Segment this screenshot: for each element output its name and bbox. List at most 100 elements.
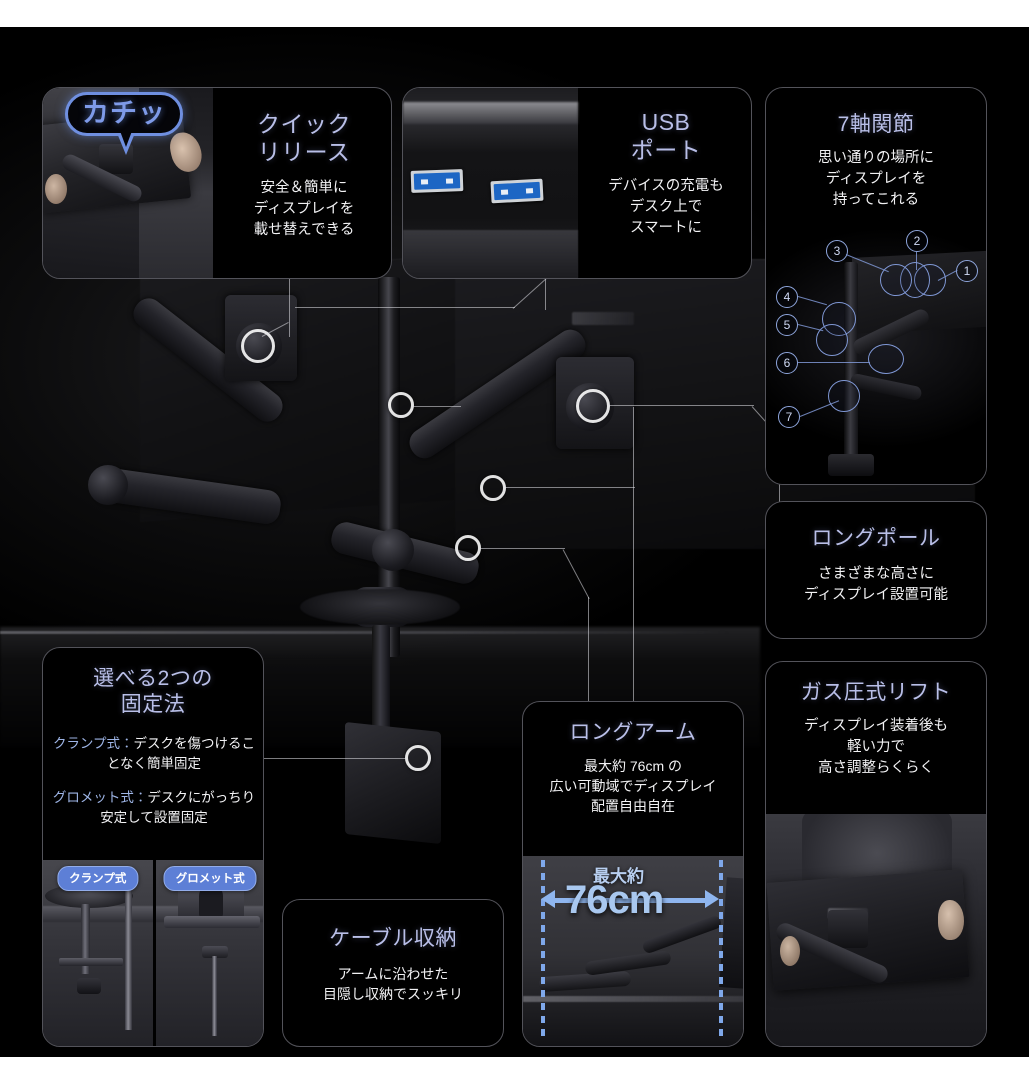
arm-joint-2 [88, 465, 128, 505]
hero-callout-ring-usb [388, 392, 414, 418]
leader-line-pole-h [608, 405, 754, 406]
click-speech-bubble: カチッ [65, 92, 183, 137]
long-pole-body: さまざまな高さに ディスプレイ設置可能 [776, 564, 976, 606]
mounting-method-grommet-term: グロメット式： [52, 789, 148, 805]
axis-number-5: 5 [776, 314, 798, 336]
quick-release-body-line2: ディスプレイを [253, 201, 355, 218]
axis-base [828, 454, 874, 476]
axis-body: 思い通りの場所に ディスプレイを 持ってこれる [776, 148, 976, 211]
measure-guide-right [719, 860, 723, 1042]
clamp-knob [77, 978, 101, 994]
cable-body-line1: アームに沿わせた [337, 965, 449, 982]
mounting-photo-clamp: クランプ式 [43, 860, 153, 1046]
measure-caption: 最大約 [593, 867, 644, 886]
mounting-photos: クランプ式 グロメット式 [43, 860, 263, 1046]
leader-line-usb-h [295, 307, 515, 308]
clamp-body [345, 721, 441, 845]
usb-housing-highlight [403, 102, 578, 124]
quick-release-title: クイック リリース [225, 110, 383, 166]
hero-callout-ring-mounting [405, 745, 431, 771]
quick-release-title-line2: リリース [257, 139, 351, 166]
leader-line-pole-down [779, 435, 780, 563]
mounting-method-list: クランプ式：デスクを傷つけることなく簡単固定 グロメット式：デスクにがっちり安定… [51, 734, 257, 841]
gas-lift-text: ガス圧式リフト ディスプレイ装着後も 軽い力で 高さ調整らくらく [766, 680, 986, 779]
card-cable-storage: ケーブル収納 アームに沿わせた 目隠し収納でスッキリ [282, 899, 504, 1047]
long-arm-segment-1 [538, 970, 632, 993]
cable-text: ケーブル収納 アームに沿わせた 目隠し収納でスッキリ [283, 926, 503, 1004]
axis-title: 7軸関節 [837, 113, 915, 136]
card-gas-lift: ガス圧式リフト ディスプレイ装着後も 軽い力で 高さ調整らくらく [765, 661, 987, 1047]
gas-hand-right [938, 900, 964, 940]
mounting-title: 選べる2つの 固定法 [53, 666, 253, 717]
long-arm-photo: 最大約 76cm [523, 856, 743, 1046]
clamp-jaw [59, 958, 123, 966]
gas-lift-body-line2: 軽い力で [847, 738, 905, 755]
usb-body-line2: デスク上で [629, 199, 703, 216]
leader-line-mounting-h [263, 758, 406, 759]
usb-text: USB ポート デバイスの充電も デスク上で スマートに [579, 108, 751, 239]
quick-release-body-line1: 安全＆簡単に [260, 180, 348, 197]
measure-guide-left [541, 860, 545, 1042]
usb-photo [403, 88, 578, 278]
clamp-post [81, 904, 90, 974]
quick-release-body-line3: 載せ替えできる [253, 222, 355, 239]
usb-title-line1: USB [641, 109, 691, 135]
usb-title-line2: ポート [630, 137, 702, 164]
card-usb-ports: USB ポート デバイスの充電も デスク上で スマートに [402, 87, 752, 279]
gas-lift-body: ディスプレイ装着後も 軽い力で 高さ調整らくらく [776, 716, 976, 779]
mounting-title-line2: 固定法 [120, 692, 186, 716]
card-long-pole: ロングポール さまざまな高さに ディスプレイ設置可能 [765, 501, 987, 639]
axis-number-2: 2 [906, 230, 928, 252]
clamp-shaft [372, 625, 390, 735]
gas-lift-body-line3: 高さ調整らくらく [818, 759, 934, 776]
gas-lift-photo [766, 814, 986, 1046]
usb-body: デバイスの充電も デスク上で スマートに [589, 176, 743, 239]
usb-port-icon-1 [410, 169, 464, 193]
grommet-plate [163, 916, 260, 928]
speech-bubble-tail [117, 131, 135, 155]
card-mounting-methods: 選べる2つの 固定法 クランプ式：デスクを傷つけることなく簡単固定 グロメット式… [42, 647, 264, 1047]
monitor-brand-logo [572, 312, 634, 325]
card-long-arm: ロングアーム 最大約 76cm の 広い可動域でディスプレイ 配置自由自在 最大 [522, 701, 744, 1047]
long-pole-title: ロングポール [811, 527, 941, 550]
mounting-method-grommet-text: デスクにがっちり安定して設置固定 [100, 789, 256, 825]
arm-joint-4 [372, 529, 414, 571]
badge-clamp: クランプ式 [57, 866, 139, 891]
measure-bar [553, 898, 711, 903]
long-pole-body-line1: さまざまな高さに [818, 565, 934, 582]
axis-body-line3: 持ってこれる [832, 191, 920, 208]
quick-release-body: 安全＆簡単に ディスプレイを 載せ替えできる [225, 178, 383, 241]
gas-vesa-mount [828, 910, 868, 948]
axis-number-3: 3 [826, 240, 848, 262]
mounting-method-clamp: クランプ式：デスクを傷つけることなく簡単固定 [51, 734, 257, 775]
leader-line-long-arm-h [413, 406, 461, 407]
long-arm-desk-edge [523, 996, 743, 1002]
hero-callout-ring-quick-release [241, 329, 275, 363]
cable-body-line2: 目隠し収納でスッキリ [323, 985, 463, 1002]
leader-line-long-arm-v [633, 407, 634, 701]
axis-number-6: 6 [776, 352, 798, 374]
axis-pole [844, 262, 858, 468]
long-pole-text: ロングポール さまざまな高さに ディスプレイ設置可能 [766, 526, 986, 606]
infographic-stage: カチッ クイック リリース 安全＆簡単に ディスプレイを 載せ替えできる [0, 27, 1029, 1057]
badge-grommet: グロメット式 [163, 866, 257, 891]
grommet-stem [211, 956, 217, 1036]
hand-left [45, 174, 67, 204]
grommet-bolt [201, 946, 228, 958]
usb-housing-lower [403, 230, 578, 278]
gas-lift-title: ガス圧式リフト [800, 681, 952, 704]
leader-line-quick-release-v [289, 227, 290, 337]
quick-release-title-line1: クイック [257, 111, 351, 137]
axis-arm-lower [849, 372, 923, 402]
pole-base-disc [300, 589, 460, 625]
usb-title: USB ポート [589, 108, 743, 164]
long-arm-body-line2: 広い可動域でディスプレイ [549, 777, 717, 794]
measure-value: 76cm [565, 878, 664, 922]
gas-lift-body-line1: ディスプレイ装着後も [804, 717, 948, 734]
cable-body: アームに沿わせた 目隠し収納でスッキリ [293, 964, 493, 1005]
long-arm-body-line1: 最大約 76cm の [583, 757, 682, 774]
axis-body-line2: ディスプレイを [825, 170, 927, 187]
long-arm-title: ロングアーム [569, 721, 697, 744]
axis-lead-2 [916, 252, 917, 270]
